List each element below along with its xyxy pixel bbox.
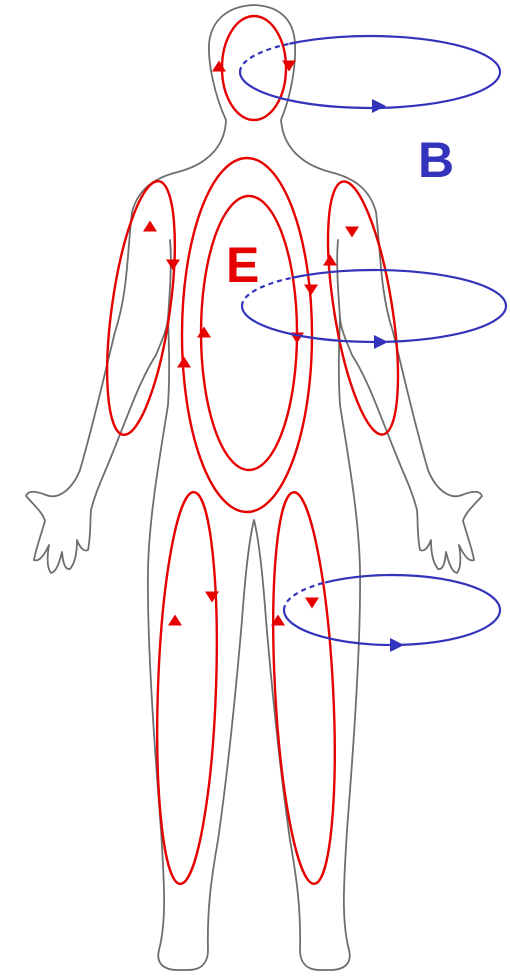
right-arm-current-loop (314, 177, 411, 439)
electric-field-label: E (226, 237, 259, 293)
right-leg-current-loop (265, 491, 343, 885)
electric-field-loops (94, 16, 411, 885)
current-arrow-11 (168, 615, 182, 626)
magnetic-arrow (372, 99, 386, 113)
leg-magnetic-loop (284, 575, 500, 652)
current-arrow-1 (212, 61, 226, 72)
current-arrow-14 (305, 598, 319, 609)
magnetic-field-label: B (418, 132, 454, 188)
current-arrow-4 (166, 260, 180, 271)
magnetic-arrow (390, 638, 404, 652)
magnetic-loop-hidden-arc (284, 583, 325, 610)
left-leg-current-loop (151, 491, 223, 885)
current-arrow-7 (304, 285, 318, 296)
left-arm-current-loop (94, 177, 187, 439)
magnetic-loop-front-arc (284, 575, 500, 645)
head-current-loop (222, 16, 286, 120)
magnetic-field-loops (240, 36, 506, 652)
current-arrow-9 (197, 327, 211, 338)
current-arrow-10 (177, 357, 191, 368)
body-outline (26, 5, 482, 970)
current-arrow-3 (143, 221, 157, 232)
magnetic-arrow (374, 335, 388, 349)
current-arrow-6 (323, 255, 337, 266)
torso-magnetic-loop (242, 270, 506, 349)
current-arrow-5 (345, 227, 359, 238)
inner-arm-line-right (337, 240, 340, 318)
magnetic-loop-hidden-arc (240, 44, 289, 72)
